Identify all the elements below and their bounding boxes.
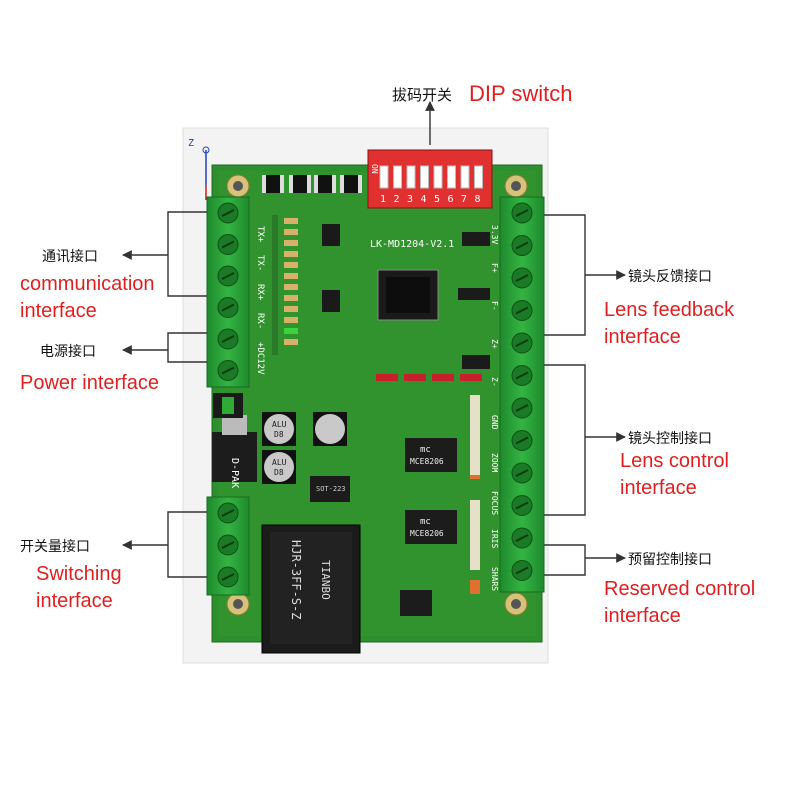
dip-number-4: 4 xyxy=(421,194,427,205)
bottom-small-ic xyxy=(400,590,432,616)
left-pin-label: TX- xyxy=(255,255,265,271)
left-pin-label: TX+ xyxy=(255,226,265,243)
left-pin-label: RX- xyxy=(255,313,265,329)
right-pin-label: FOCUS xyxy=(490,491,499,515)
switching-en-line2: interface xyxy=(36,588,113,615)
lens-feedback-en-line1: Lens feedback xyxy=(604,297,734,324)
dpak-label: D-PAK xyxy=(229,458,240,488)
dip-switch-cn-label: 拔码开关 xyxy=(392,84,452,105)
main-mcu xyxy=(378,270,438,320)
reserved-en-line2: interface xyxy=(604,603,681,630)
power-cn-label: 电源接口 xyxy=(40,341,96,361)
lens-feedback-en-line2: interface xyxy=(604,324,681,351)
ic2-brand: mc xyxy=(420,517,431,527)
dip-number-7: 7 xyxy=(461,194,467,205)
cap1-text-b: D8 xyxy=(274,430,284,439)
dip-key-1 xyxy=(380,166,388,188)
dip-key-3 xyxy=(407,166,415,188)
cap1-text-a: ALU xyxy=(272,420,287,429)
relay xyxy=(262,525,360,653)
right-pin-label: Z+ xyxy=(490,339,499,349)
power-en-label: Power interface xyxy=(20,370,159,397)
lens-control-en-line1: Lens control xyxy=(620,448,729,475)
dip-switch-en-label: DIP switch xyxy=(469,80,573,107)
dip-key-2 xyxy=(394,166,402,188)
dip-number-8: 8 xyxy=(475,194,481,205)
right-pin-label: F- xyxy=(490,301,499,311)
right-pin-label: GND xyxy=(490,415,499,430)
dip-on-text: ON xyxy=(370,164,379,174)
switching-terminal-block xyxy=(207,497,249,595)
ic2-model: MCE8206 xyxy=(410,529,444,538)
led-column xyxy=(272,215,278,355)
dip-number-1: 1 xyxy=(380,194,386,205)
svg-text:Z: Z xyxy=(188,138,194,149)
ic1-model: MCE8206 xyxy=(410,457,444,466)
left-pin-label: +DC12V xyxy=(255,342,265,375)
right-pin-label: 3.3V xyxy=(490,225,499,244)
right-pin-label: ZOOM xyxy=(490,453,499,472)
communication-cn-label: 通讯接口 xyxy=(42,246,98,266)
dip-key-6 xyxy=(448,166,456,188)
lens-control-en-line2: interface xyxy=(620,475,697,502)
left-terminal-block xyxy=(207,197,249,387)
cap3-text-b: D8 xyxy=(274,468,284,477)
lens-control-bracket xyxy=(544,365,625,515)
dip-number-5: 5 xyxy=(434,194,440,205)
dip-key-4 xyxy=(421,166,429,188)
dip-key-8 xyxy=(475,166,483,188)
relay-brand-text: TIANBO xyxy=(319,560,332,600)
switching-cn-label: 开关量接口 xyxy=(20,536,90,556)
communication-en-line1: communication xyxy=(20,271,155,298)
switching-en-line1: Switching xyxy=(36,561,122,588)
dip-number-3: 3 xyxy=(407,194,413,205)
dip-number-6: 6 xyxy=(448,194,454,205)
right-pin-label: IRIS xyxy=(490,529,499,548)
relay-part-text: HJR-3FF-S-Z xyxy=(289,540,303,619)
cap3-text-a: ALU xyxy=(272,458,287,467)
dip-number-2: 2 xyxy=(394,194,400,205)
dip-key-7 xyxy=(461,166,469,188)
sot223-text: SOT-223 xyxy=(316,485,346,493)
left-pin-label: RX+ xyxy=(255,284,265,301)
reserved-cn-label: 预留控制接口 xyxy=(628,549,712,569)
right-pin-label: Z- xyxy=(490,377,499,387)
communication-en-line2: interface xyxy=(20,298,97,325)
right-pin-label: F+ xyxy=(490,263,499,273)
dip-key-5 xyxy=(434,166,442,188)
board-model-text: LK-MD1204-V2.1 xyxy=(370,239,454,250)
reserved-en-line1: Reserved control xyxy=(604,576,755,603)
lens-control-cn-label: 镜头控制接口 xyxy=(628,428,712,448)
ic1-brand: mc xyxy=(420,445,431,455)
reserved-bracket xyxy=(544,545,625,575)
right-pin-label: SHARS xyxy=(490,567,499,591)
right-terminal-block xyxy=(500,197,544,592)
lens-feedback-cn-label: 镜头反馈接口 xyxy=(628,266,712,286)
